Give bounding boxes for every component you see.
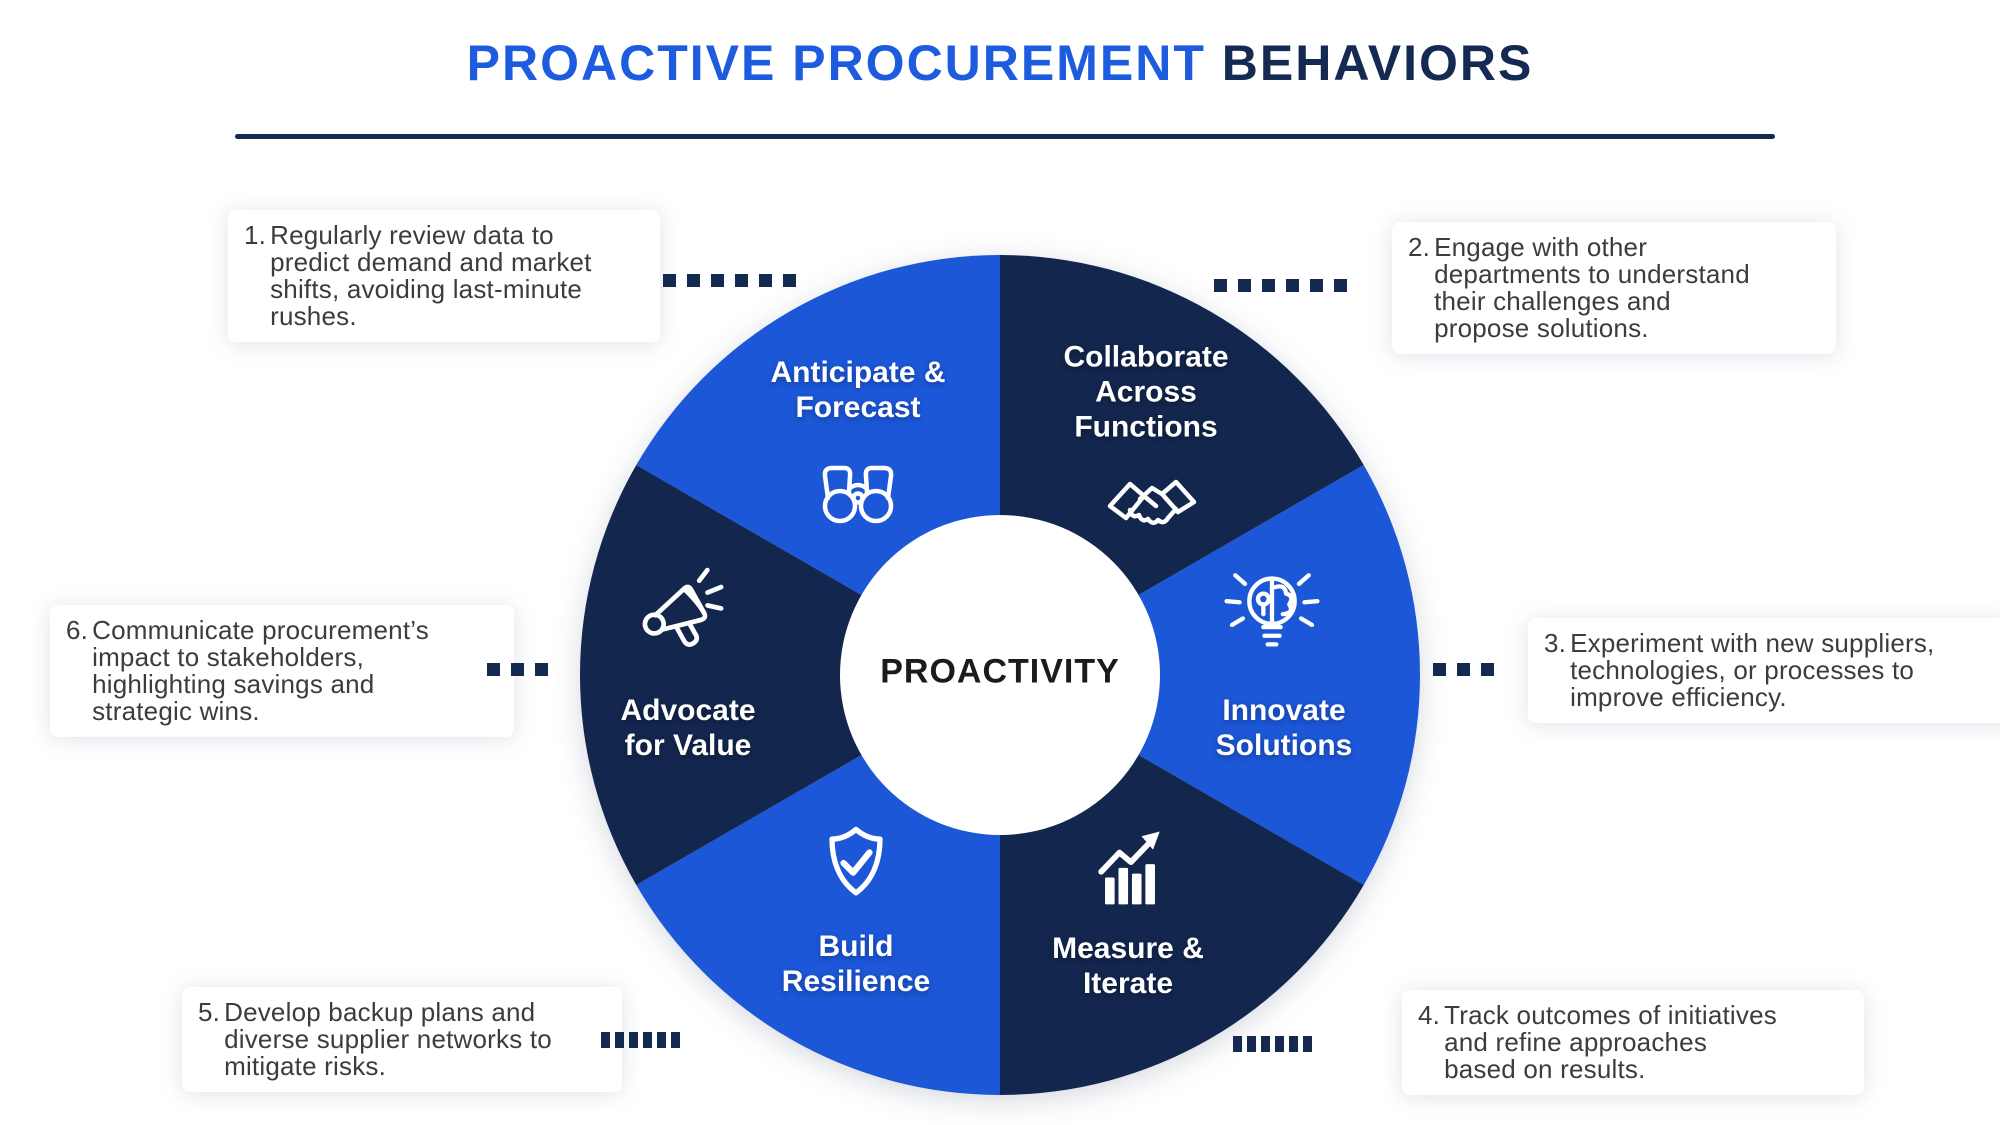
dotted-connector-4 [1233,1036,1317,1052]
dot [487,663,500,676]
handshake-icon [1100,460,1204,550]
annotation-1-number: 1. [244,220,267,250]
dot [1334,279,1347,292]
dot [657,1032,666,1048]
dot [629,1032,638,1048]
dot [511,663,524,676]
annotation-3-text: Experiment with new suppliers,technologi… [1570,628,1935,712]
dot [1214,279,1227,292]
page-title-rest: BEHAVIORS [1221,35,1534,91]
lightbulb-brain-icon [1216,558,1328,666]
binoculars-icon [802,442,914,542]
dot [1433,663,1446,676]
dot [535,663,548,676]
wedge-advocate-for-value [580,465,1000,885]
shield-check-icon [808,816,904,912]
dot [759,274,772,287]
wedge-innovate-solutions [1000,465,1420,885]
dotted-connector-5 [601,1032,685,1048]
megaphone-icon [626,564,730,668]
dot [615,1032,624,1048]
dot [643,1032,652,1048]
dotted-connector-3 [1433,663,1505,676]
dot [783,274,796,287]
dot [1238,279,1251,292]
center-label: PROACTIVITY [880,652,1120,691]
dot [1481,663,1494,676]
dot [1303,1036,1312,1052]
dot [671,1032,680,1048]
dot [1262,279,1275,292]
annotation-4-number: 4. [1418,1000,1441,1030]
dot [1289,1036,1298,1052]
page-title: PROACTIVE PROCUREMENT BEHAVIORS [0,34,2000,92]
dot [1261,1036,1270,1052]
title-divider [235,134,1775,139]
growth-chart-icon [1082,820,1178,912]
segment-label-anticipate-forecast: Anticipate &Forecast [770,356,946,424]
dot [1286,279,1299,292]
dot [687,274,700,287]
dotted-connector-2 [1214,279,1358,292]
proactivity-donut-chart [580,255,1420,1095]
dot [1275,1036,1284,1052]
dot [1233,1036,1242,1052]
annotation-5-number: 5. [198,997,221,1027]
annotation-2-number: 2. [1408,232,1431,262]
annotation-3-number: 3. [1544,628,1567,658]
dot [1457,663,1470,676]
segment-label-measure-iterate: Measure &Iterate [1052,932,1204,1000]
dot [711,274,724,287]
annotation-3: 3. Experiment with new suppliers,technol… [1528,618,2000,723]
annotation-6-number: 6. [66,615,89,645]
dot [601,1032,610,1048]
dotted-connector-6 [487,663,559,676]
dot [1310,279,1323,292]
dotted-connector-1 [663,274,807,287]
dot [1247,1036,1256,1052]
dot [663,274,676,287]
dot [735,274,748,287]
donut-inner-circle [840,515,1160,835]
page-title-highlight: PROACTIVE PROCUREMENT [466,35,1222,91]
